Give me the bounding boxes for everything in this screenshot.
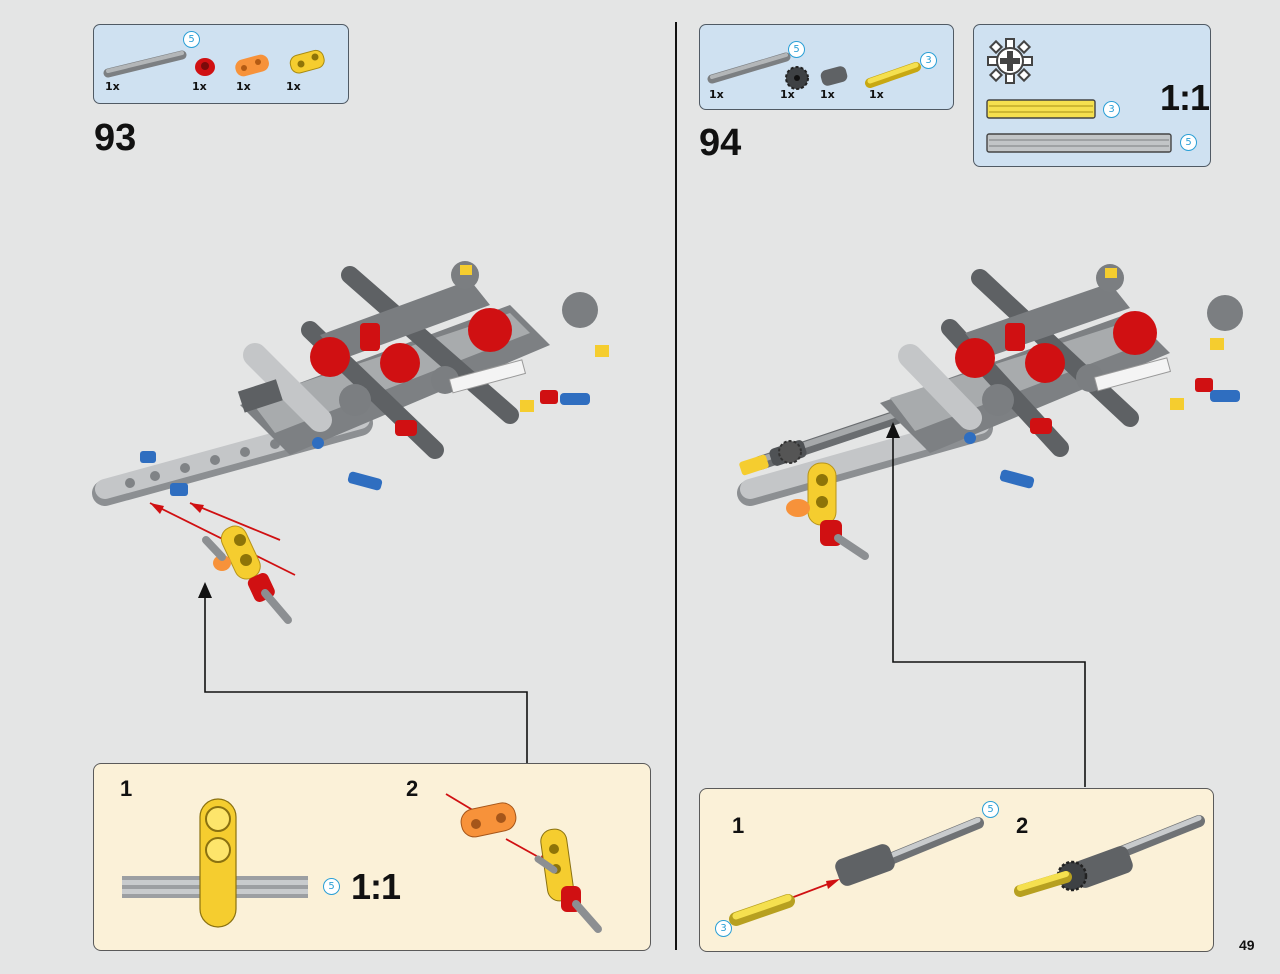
part-qty: 1x (869, 88, 884, 101)
length-marker: 5 (183, 31, 200, 48)
part-qty: 1x (820, 88, 835, 101)
substep-box-93: 1 5 1:1 2 (93, 763, 651, 951)
step-number: 94 (699, 122, 742, 164)
yellow-connector-on-axle-illustration (122, 798, 308, 928)
length-marker: 3 (715, 920, 732, 937)
beam-2-orange-icon (235, 54, 269, 77)
part-qty: 1x (105, 80, 120, 93)
axle-into-bushing-illustration (729, 817, 984, 926)
bushing-dark-icon (820, 66, 848, 86)
part-qty: 1x (709, 88, 724, 101)
parts-list-93: 5 1x 1x 1x 1x (93, 24, 349, 104)
part-qty: 1x (286, 80, 301, 93)
scale-label: 1:1 (1160, 77, 1210, 118)
connector-yellow-icon (289, 49, 325, 74)
substep-number: 2 (1016, 813, 1029, 838)
substep-number: 1 (732, 813, 745, 838)
orange-beam-attach-illustration (445, 793, 602, 933)
parts-list-94: 5 3 1x 1x 1x 1x (699, 24, 954, 110)
length-marker: 5 (788, 41, 805, 58)
scale-label: 1:1 (351, 866, 401, 907)
callout-line-93 (198, 582, 528, 763)
callout-line-94 (886, 422, 1086, 787)
substep-number: 1 (120, 776, 133, 801)
axle-5-gray-icon (103, 50, 187, 78)
part-qty: 1x (192, 80, 207, 93)
gray-axle-5-scale-illustration (986, 133, 1172, 153)
gear-8-dark-icon (785, 66, 809, 90)
length-marker: 3 (920, 52, 937, 69)
axle-5-gray-icon (707, 52, 791, 84)
scale-reference-box: 1:1 3 5 (973, 24, 1211, 167)
part-qty: 1x (236, 80, 251, 93)
length-marker: 3 (1103, 101, 1120, 118)
part-qty: 1x (780, 88, 795, 101)
yellow-axle-3-scale-illustration (986, 99, 1096, 119)
substep-box-94: 1 5 3 2 (699, 788, 1214, 952)
axle-3-yellow-icon (865, 62, 921, 88)
chassis-assembly-93-illustration (92, 261, 609, 624)
gear-on-axle-illustration (1014, 815, 1205, 897)
gear-outline-icon (987, 38, 1033, 84)
page-divider (675, 22, 677, 950)
length-marker: 5 (1180, 134, 1197, 151)
chassis-assembly-94-illustration (737, 264, 1243, 560)
step-number: 93 (94, 117, 137, 159)
substep-number: 2 (406, 776, 419, 801)
length-marker: 5 (323, 878, 340, 895)
page-number: 49 (1239, 937, 1255, 953)
length-marker: 5 (982, 801, 999, 818)
bush-red-icon (195, 58, 215, 76)
